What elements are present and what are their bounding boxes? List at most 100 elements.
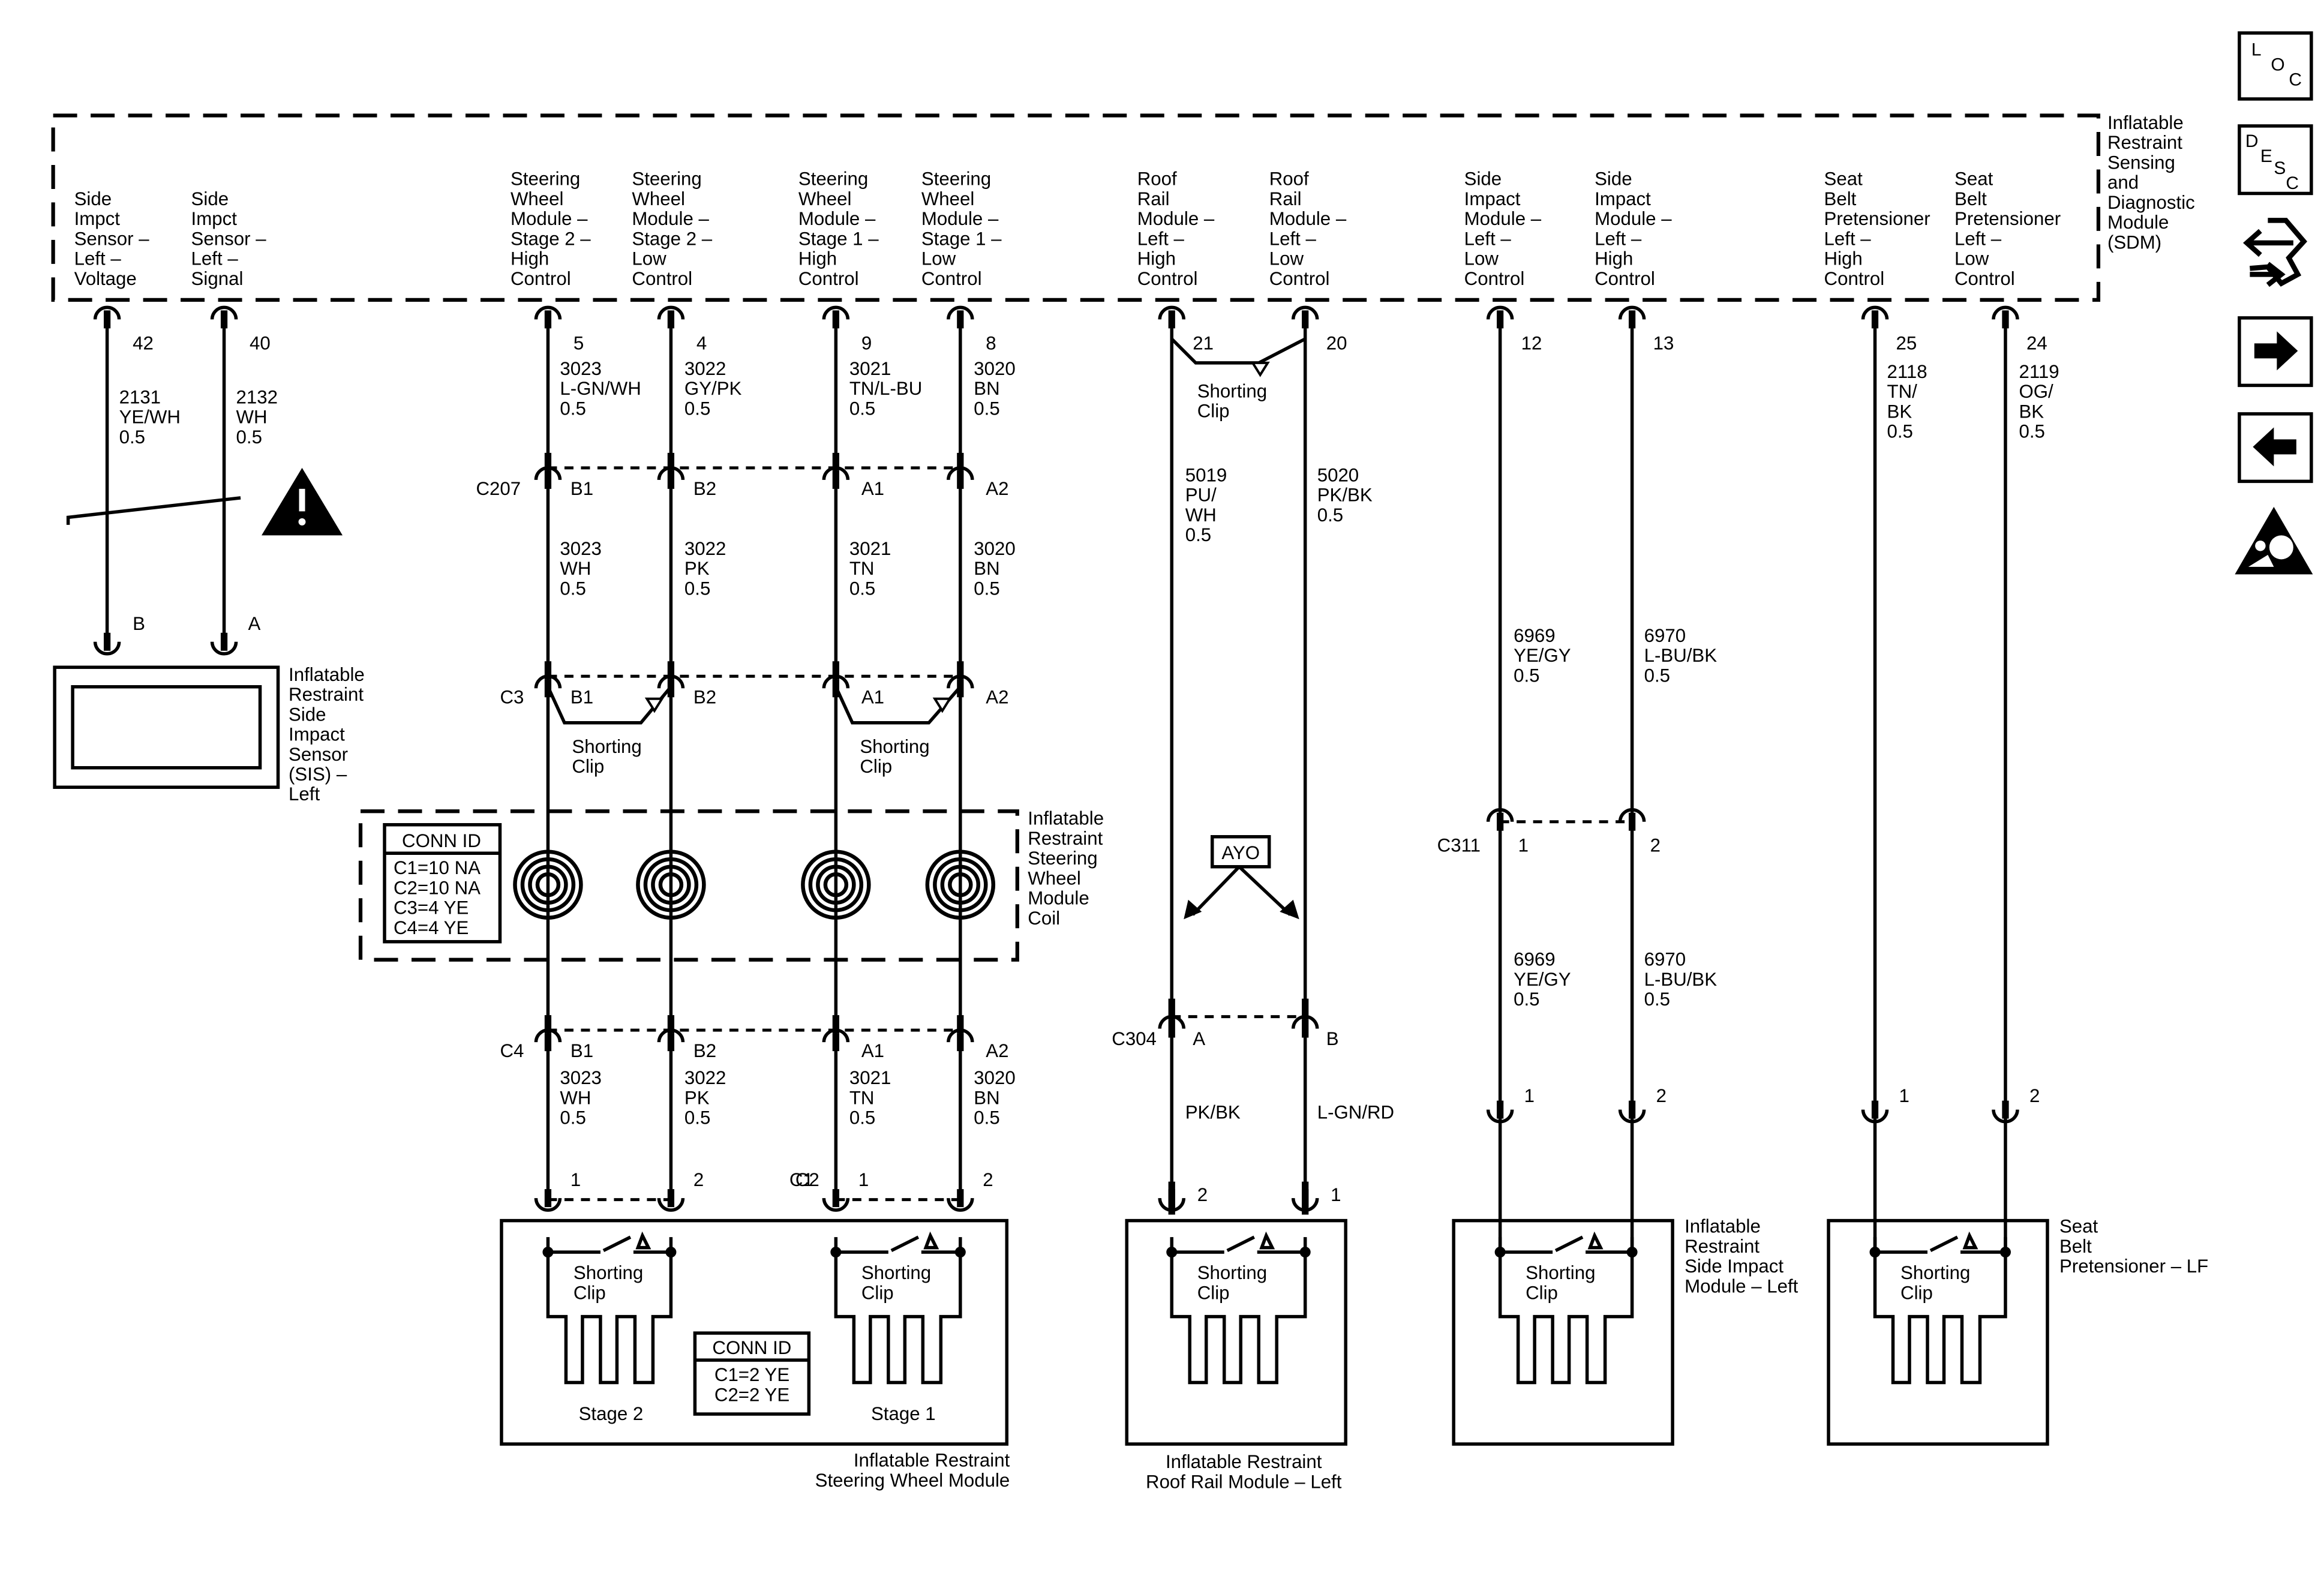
c1-pin-1	[947, 1189, 974, 1212]
steering-wheel-module-box	[500, 1218, 1009, 1446]
wire-label-c4c2-3-line-2: 0.5	[974, 1107, 999, 1128]
clockspring-coil-2-ring-0	[801, 849, 871, 920]
wire-label-3023-line-2: 0.5	[560, 398, 585, 419]
coil-conn-id-line-2: C3=4 YE	[394, 897, 469, 918]
side-impact-module-label-line-3: Module – Left	[1685, 1275, 1798, 1296]
wire-label-c311-1-line-2: 0.5	[1644, 989, 1670, 1010]
wire-label-3021-line-0: 3021	[849, 358, 891, 379]
c4-pin-label-1: B2	[693, 1040, 716, 1061]
ayo-arrow-left	[1184, 899, 1202, 920]
wire-label-3020-line-2: 0.5	[974, 398, 999, 419]
c311-pin-0	[1486, 808, 1514, 831]
c311-pin-label-0: 1	[1518, 835, 1529, 856]
sdm-pin-label-40-line-2: Sensor –	[191, 228, 267, 249]
c4-pin-2	[822, 1028, 850, 1052]
sdm-pin-number-24: 24	[2026, 332, 2047, 353]
wire-label-2118-line-2: BK	[1887, 401, 1912, 422]
wire-label-c311-1-line-0: 6970	[1644, 949, 1686, 970]
wire-label-2131-line-0: 2131	[119, 386, 161, 407]
sdm-title-line-3: and	[2107, 172, 2139, 193]
svg-text:D: D	[2245, 131, 2259, 151]
sdm-pin-label-13-line-1: Impact	[1595, 188, 1651, 209]
side-impact-module-label-line-1: Restraint	[1685, 1236, 1759, 1257]
sdm-pin-label-42-line-2: Sensor –	[74, 228, 150, 249]
caution-icon-bar	[299, 488, 305, 512]
coil-label-line-2: Steering	[1028, 848, 1097, 869]
c3-pin-2	[822, 674, 850, 698]
coil-label-line-3: Wheel	[1028, 867, 1081, 888]
clockspring-coil-0-ring-2	[528, 864, 568, 905]
next-page-arrow-icon[interactable]	[2238, 316, 2313, 388]
c3-pin-label-0: B1	[571, 686, 593, 707]
sdm-pin-number-12: 12	[1521, 332, 1542, 353]
sdm-pin-label-24-line-3: Left –	[1954, 228, 2002, 249]
sdm-pin-label-4-line-2: Module –	[632, 208, 709, 229]
sdm-pin-label-20-line-0: Roof	[1269, 169, 1309, 190]
sdm-pin-label-21-line-0: Roof	[1137, 169, 1177, 190]
sdm-pin-label-24-line-0: Seat	[1954, 169, 1993, 190]
sdm-pin-number-5: 5	[574, 332, 584, 353]
sdm-pin-label-4-line-1: Wheel	[632, 188, 685, 209]
sdm-pin-number-8: 8	[986, 332, 996, 353]
c1-pin-label-0: 1	[858, 1169, 869, 1190]
c2-pin-0	[534, 1189, 562, 1212]
sdm-pin-label-9-line-5: Control	[798, 268, 859, 289]
sdm-pin-label-20-line-5: Control	[1269, 268, 1330, 289]
previous-page-arrow-icon[interactable]	[2238, 412, 2313, 484]
c3-pin-label-3: A2	[986, 686, 1008, 707]
wire-label-5019-line-3: 0.5	[1185, 524, 1211, 545]
c3-shorting-clip-1-line-0: Shorting	[572, 736, 641, 757]
coil-label-line-4: Module	[1028, 888, 1089, 909]
c3-shorting-clip-1-line-1: Clip	[572, 756, 604, 777]
clockspring-coil-1-ring-1	[643, 857, 699, 912]
side-module-pin-label-1: 2	[1656, 1085, 1667, 1106]
airbag-warning-icon[interactable]	[2235, 506, 2313, 575]
wire-label-c4c2-1-line-0: 3022	[684, 1067, 726, 1088]
sdm-pin-label-20-line-1: Rail	[1269, 188, 1302, 209]
clockspring-coil-2-ring-2	[816, 864, 856, 905]
coil-label-line-0: Inflatable	[1028, 808, 1104, 829]
sdm-title-line-2: Sensing	[2107, 152, 2175, 173]
steering-module-label-line-0: Inflatable Restraint	[854, 1450, 1010, 1471]
sis-label-line-5: (SIS) –	[289, 764, 347, 785]
sdm-title-line-5: Module	[2107, 212, 2169, 233]
sdm-pin-label-8-line-5: Control	[921, 268, 982, 289]
sis-label-line-1: Restraint	[289, 684, 364, 705]
wire-label-2118-line-1: TN/	[1887, 381, 1918, 402]
sdm-pin-number-4: 4	[696, 332, 707, 353]
roof-rail-pin-label-0: 2	[1197, 1184, 1208, 1205]
c3-pin-label-1: B2	[693, 686, 716, 707]
ayo-label: AYO	[1221, 842, 1260, 863]
side-impact-deployment-loop-clip-label-line-0: Shorting	[1526, 1262, 1595, 1283]
wire-label-2118-line-0: 2118	[1887, 361, 1927, 382]
pretensioner-label-line-0: Seat	[2059, 1216, 2098, 1237]
c3-shorting-clip-2-line-1: Clip	[860, 756, 892, 777]
sis-box-outer	[53, 665, 280, 789]
sdm-pin-label-25-line-4: High	[1824, 248, 1863, 269]
sdm-pin-label-13-line-5: Control	[1595, 268, 1655, 289]
side-module-pin-1	[1618, 1100, 1646, 1124]
pretensioner-label-line-1: Belt	[2059, 1236, 2092, 1257]
pretensioner-label-line-2: Pretensioner – LF	[2059, 1256, 2208, 1277]
sdm-pin-label-42-line-3: Left –	[74, 248, 122, 269]
clockspring-coil-0-ring-1	[520, 857, 576, 912]
clockspring-coil-3-ring-2	[940, 864, 981, 905]
sdm-pin-label-13-line-2: Module –	[1595, 208, 1672, 229]
sdm-pin-label-4-line-0: Steering	[632, 169, 701, 190]
c207-pin-0	[534, 466, 562, 489]
wire-label-6970-line-0: 6970	[1644, 625, 1686, 646]
svg-text:E: E	[2260, 146, 2272, 166]
sdm-pin-label-24-line-1: Belt	[1954, 188, 1987, 209]
sdm-pin-label-40-line-1: Impct	[191, 208, 238, 229]
sdm-pin-21	[1158, 305, 1185, 329]
clockspring-coil-0-ring-0	[513, 849, 583, 920]
loc-icon[interactable]: LOC	[2238, 31, 2313, 101]
sis-label-line-3: Impact	[289, 724, 345, 745]
sdm-pin-label-5-line-1: Wheel	[511, 188, 564, 209]
sdm-pin-label-12-line-5: Control	[1464, 268, 1525, 289]
stage1-deployment-loop-clip-label-line-0: Shorting	[861, 1262, 931, 1283]
coil-conn-id-line-3: C4=4 YE	[394, 917, 469, 938]
wire-label-c207c3-1-line-0: 3022	[684, 538, 726, 559]
connector-end-view-icon[interactable]	[2243, 218, 2308, 287]
